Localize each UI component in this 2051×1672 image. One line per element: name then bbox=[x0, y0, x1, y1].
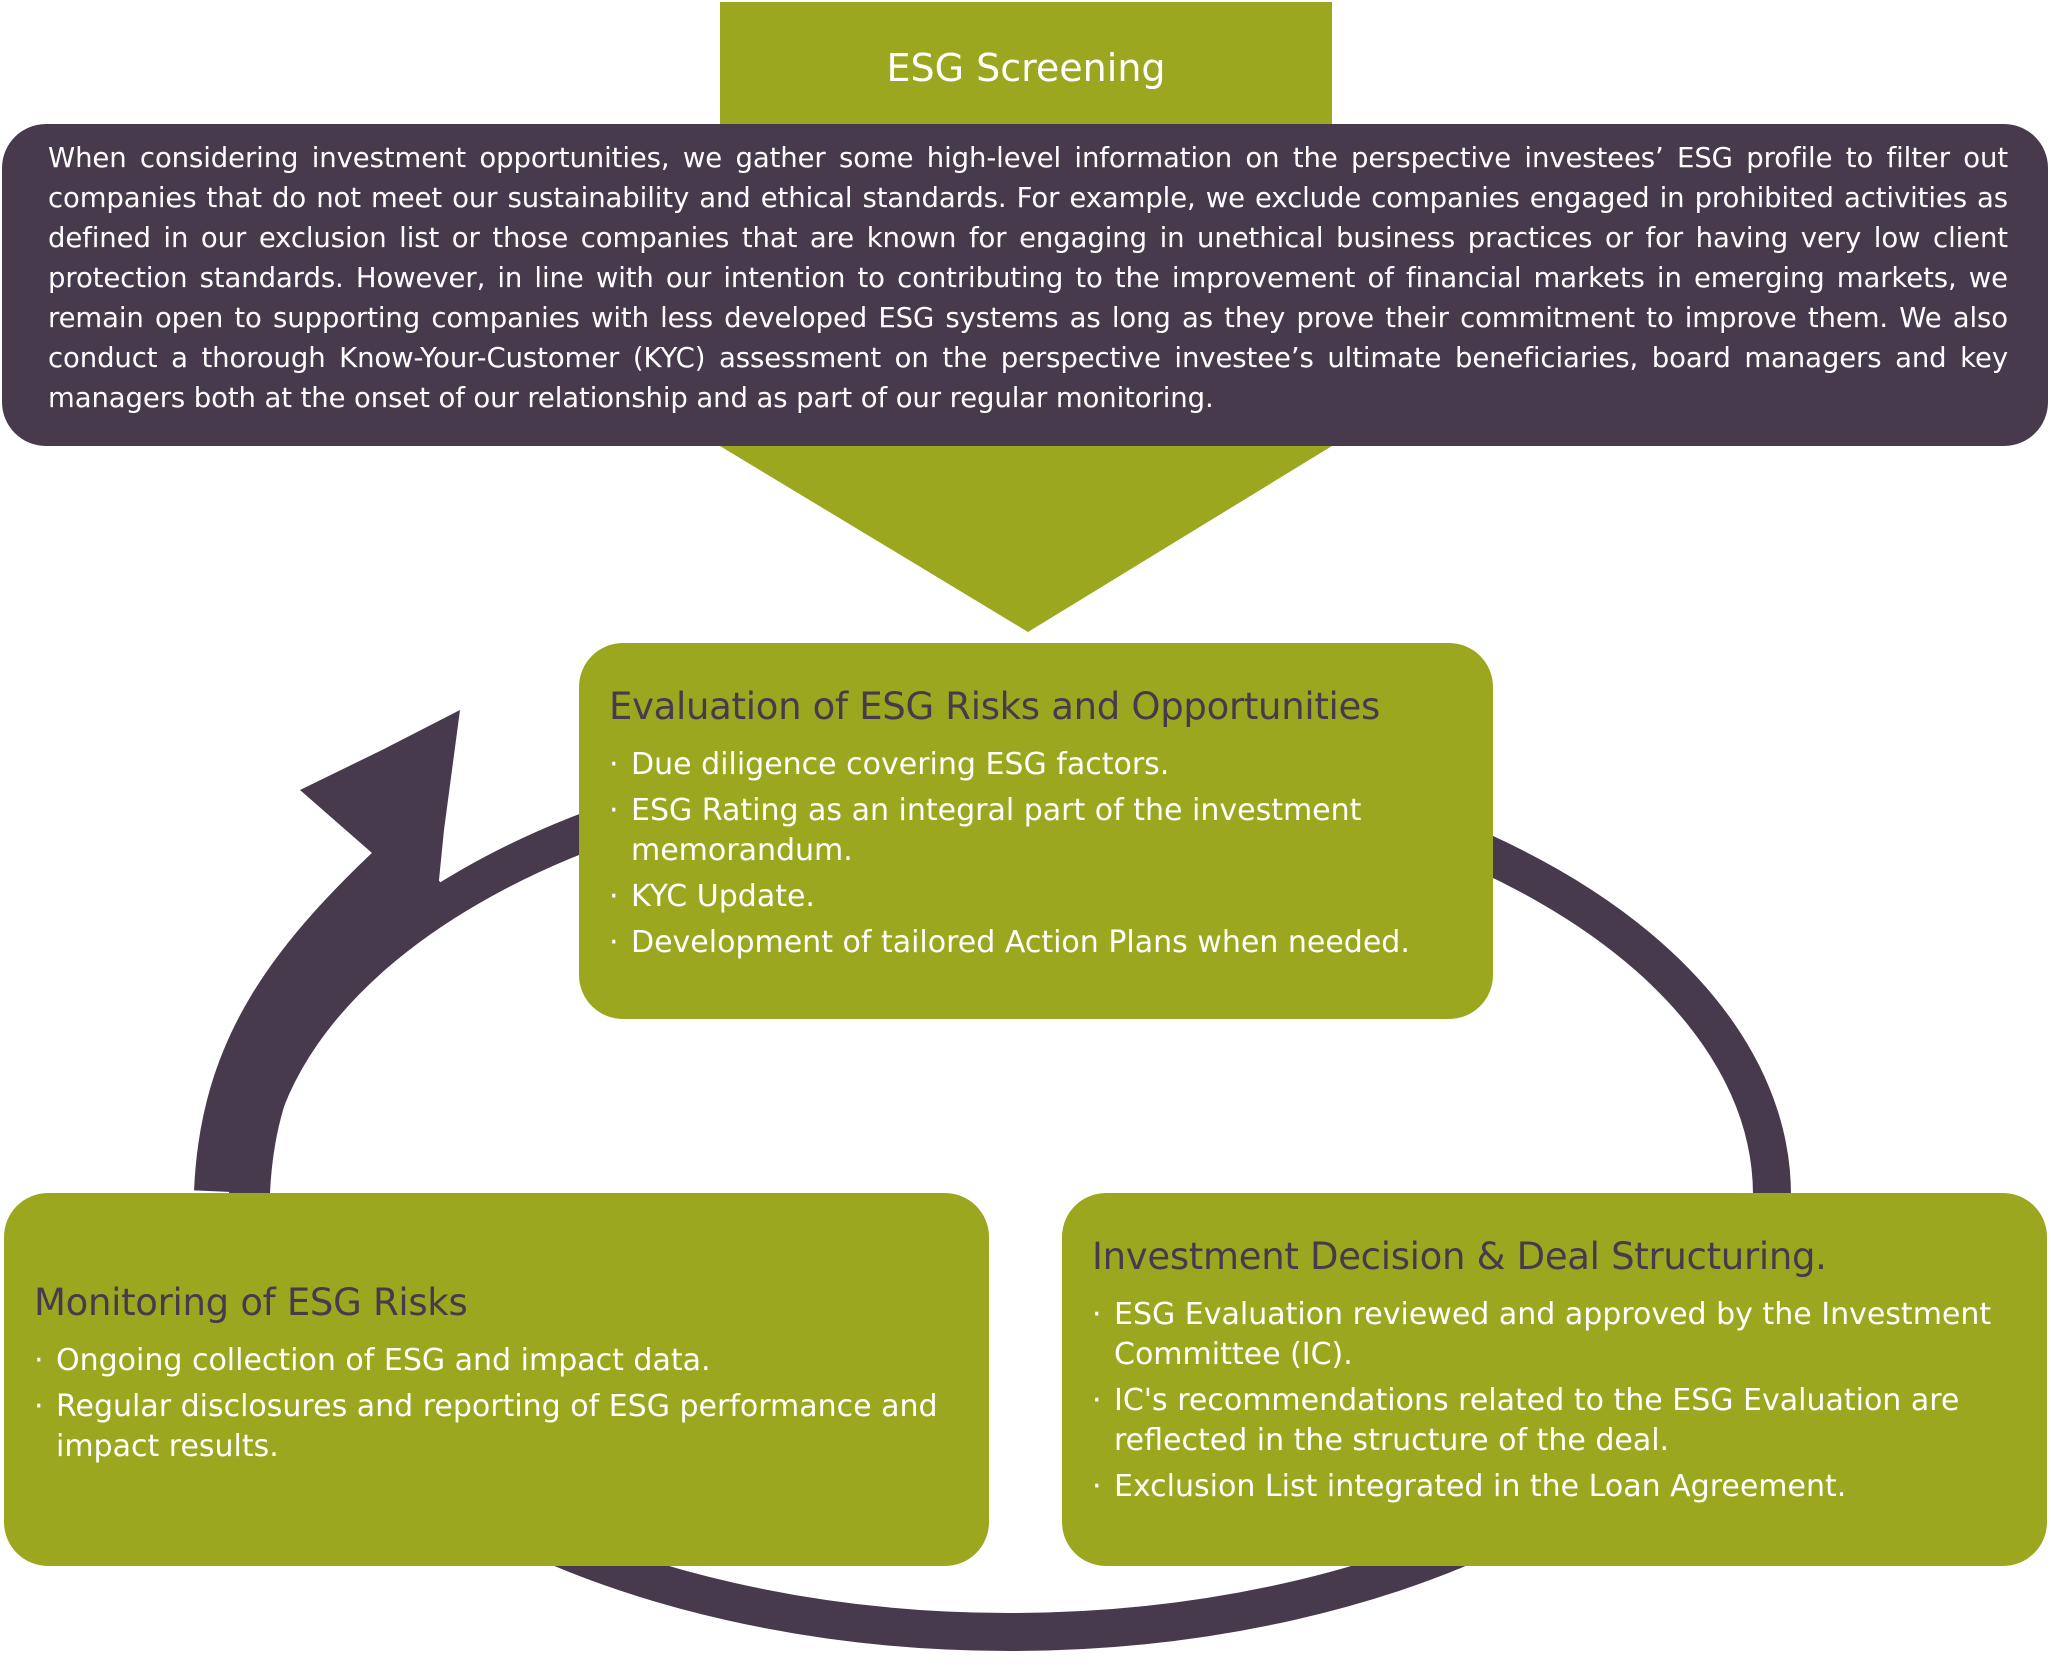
investment-bullet: Exclusion List integrated in the Loan Ag… bbox=[1092, 1467, 2017, 1507]
monitoring-bullet-list: Ongoing collection of ESG and impact dat… bbox=[34, 1341, 959, 1467]
evaluation-bullet: Development of tailored Action Plans whe… bbox=[609, 923, 1463, 963]
evaluation-bullet: ESG Rating as an integral part of the in… bbox=[609, 791, 1463, 871]
investment-bullet: IC's recommendations related to the ESG … bbox=[1092, 1381, 2017, 1461]
evaluation-bullet: KYC Update. bbox=[609, 877, 1463, 917]
evaluation-stage-title: Evaluation of ESG Risks and Opportunitie… bbox=[609, 685, 1380, 728]
monitoring-stage-box: Monitoring of ESG Risks Ongoing collecti… bbox=[4, 1193, 989, 1566]
evaluation-bullet: Due diligence covering ESG factors. bbox=[609, 745, 1463, 785]
investment-stage-title: Investment Decision & Deal Structuring. bbox=[1092, 1235, 1827, 1278]
investment-bullet-list: ESG Evaluation reviewed and approved by … bbox=[1092, 1295, 2017, 1507]
monitoring-bullet: Ongoing collection of ESG and impact dat… bbox=[34, 1341, 959, 1381]
cycle-arrow-head bbox=[300, 710, 460, 930]
esg-screening-title: ESG Screening bbox=[886, 46, 1166, 90]
esg-screening-text: When considering investment opportunitie… bbox=[48, 142, 2008, 414]
esg-screening-box: When considering investment opportunitie… bbox=[2, 124, 2048, 446]
evaluation-bullet-list: Due diligence covering ESG factors. ESG … bbox=[609, 745, 1463, 963]
evaluation-stage-box: Evaluation of ESG Risks and Opportunitie… bbox=[579, 643, 1493, 1019]
monitoring-bullet: Regular disclosures and reporting of ESG… bbox=[34, 1387, 959, 1467]
investment-bullet: ESG Evaluation reviewed and approved by … bbox=[1092, 1295, 2017, 1375]
cycle-arrow-body bbox=[194, 831, 446, 1195]
monitoring-stage-title: Monitoring of ESG Risks bbox=[34, 1281, 468, 1324]
investment-stage-box: Investment Decision & Deal Structuring. … bbox=[1062, 1193, 2047, 1566]
